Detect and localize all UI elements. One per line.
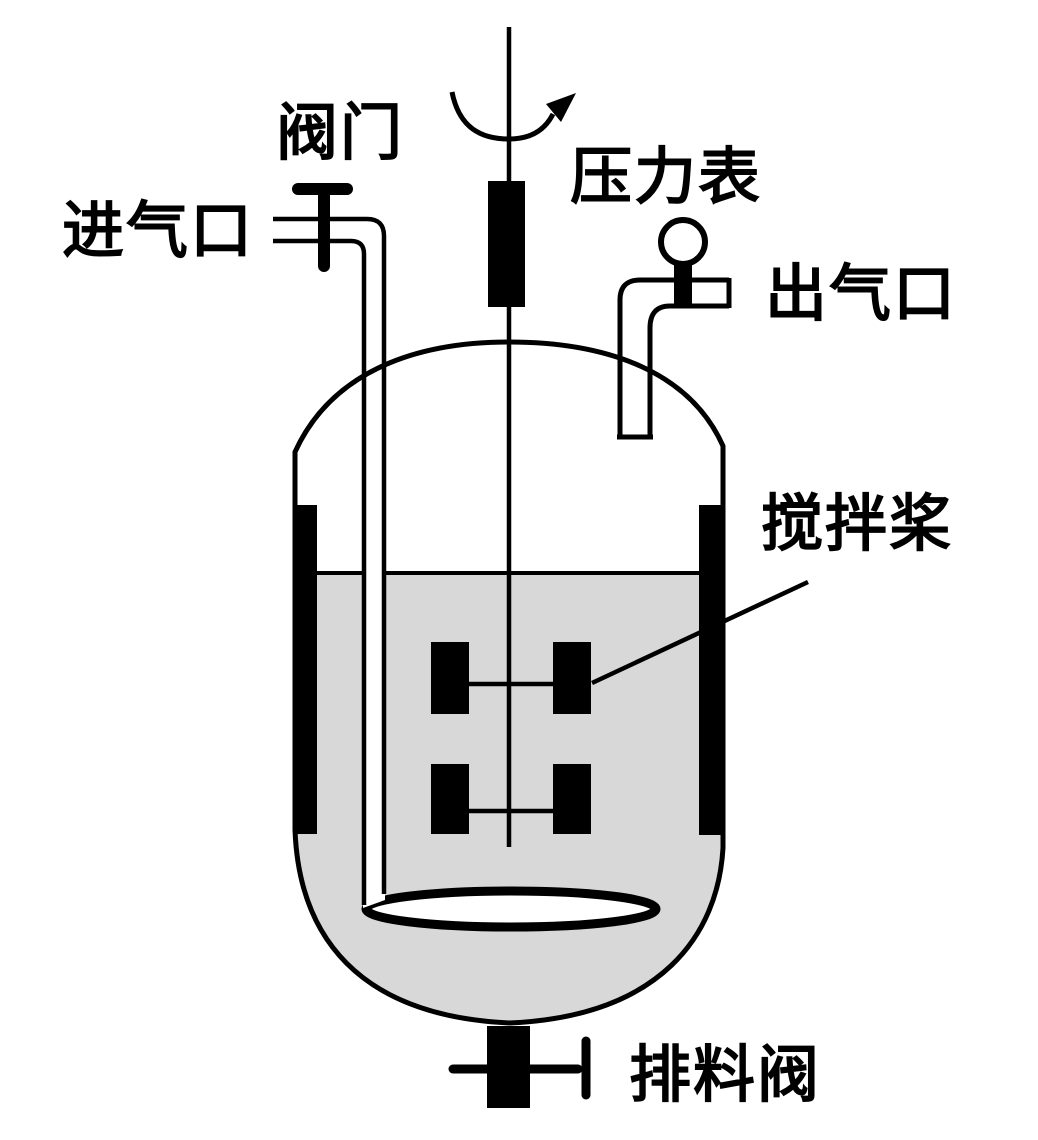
inlet-pipe xyxy=(273,216,387,908)
label-stirring-paddle: 搅拌桨 xyxy=(761,487,954,560)
label-discharge-valve: 排料阀 xyxy=(629,1038,822,1111)
label-valve: 阀门 xyxy=(276,96,405,169)
shaft-bearing-block xyxy=(488,181,525,307)
rotation-arrow-icon xyxy=(449,91,576,142)
label-gas-inlet: 进气口 xyxy=(62,194,255,267)
sparger-ring xyxy=(361,886,661,932)
baffle-right xyxy=(699,505,722,835)
vessel-outline xyxy=(292,339,726,1026)
paddle-pointer-line xyxy=(591,579,809,686)
stirring-paddles xyxy=(431,642,591,834)
inlet-valve-icon xyxy=(292,183,353,272)
discharge-valve-icon xyxy=(448,1026,591,1108)
label-gas-outlet: 出气口 xyxy=(765,257,958,330)
outlet-pipe xyxy=(617,277,732,440)
label-pressure-gauge: 压力表 xyxy=(570,140,763,213)
pressure-gauge-icon xyxy=(658,217,708,308)
baffle-left xyxy=(294,505,317,834)
